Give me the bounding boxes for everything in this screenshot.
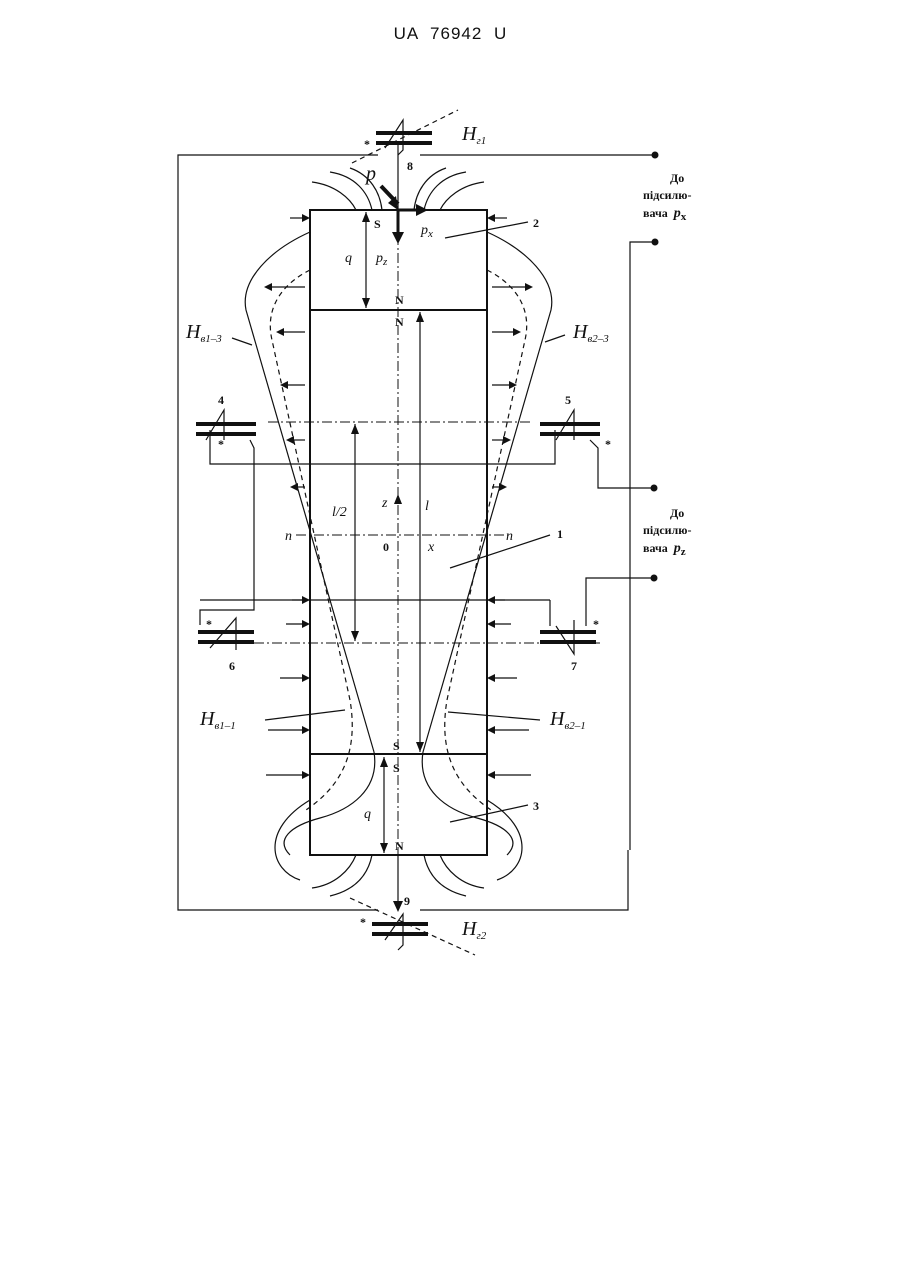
label-n-mid2: N (395, 315, 404, 329)
label-s-top: S (374, 217, 381, 231)
label-n-left: n (285, 529, 292, 544)
label-s-mid2: S (393, 761, 400, 775)
label-n-mid1: N (395, 293, 404, 307)
label-hv21: Hв2–1 (549, 708, 586, 732)
label-5: 5 (565, 393, 571, 407)
label-s-mid1: S (393, 739, 400, 753)
label-7: 7 (571, 659, 577, 673)
label-hv11: Hв1–1 (199, 708, 236, 732)
coil-7 (540, 575, 658, 655)
label-n-right: n (506, 529, 513, 544)
amplifier-px-label: До підсилю- вачаpx (643, 171, 691, 223)
label-l-half: l/2 (332, 505, 347, 520)
label-pz: pz (375, 251, 388, 268)
label-hv13: Hв1–3 (185, 321, 222, 345)
svg-text:вачаpz: вачаpz (643, 541, 686, 558)
star-7: * (593, 617, 599, 631)
coil-hg2 (350, 898, 475, 955)
svg-text:До: До (670, 171, 684, 185)
label-4: 4 (218, 393, 224, 407)
star-hg1: * (364, 137, 370, 151)
wiring-frame (178, 152, 659, 911)
svg-text:підсилю-: підсилю- (643, 188, 691, 202)
amplifier-pz-label: До підсилю- вачаpz (643, 506, 691, 558)
label-px: px (420, 223, 433, 240)
label-l: l (425, 499, 429, 514)
label-1: 1 (557, 527, 563, 541)
label-origin: 0 (383, 540, 389, 554)
coil-4 (196, 410, 555, 625)
coil-5 (540, 410, 658, 492)
label-8: 8 (407, 159, 413, 173)
label-z: z (381, 496, 388, 511)
label-9: 9 (404, 894, 410, 908)
coil-hg1 (352, 110, 458, 210)
dimension-lines (351, 212, 424, 853)
svg-text:підсилю-: підсилю- (643, 523, 691, 537)
label-hg2: Hг2 (461, 918, 487, 942)
label-hv23: Hв2–3 (572, 321, 609, 345)
label-x: x (427, 540, 435, 555)
label-n-bottom: N (395, 839, 404, 853)
label-p: p (364, 163, 376, 185)
label-q-top: q (345, 251, 352, 266)
star-6: * (206, 617, 212, 631)
svg-text:вачаpx: вачаpx (643, 206, 687, 223)
label-hg1: Hг1 (461, 123, 486, 147)
star-5: * (605, 437, 611, 451)
label-q-bottom: q (364, 807, 371, 822)
label-6: 6 (229, 659, 235, 673)
svg-text:До: До (670, 506, 684, 520)
label-2: 2 (533, 216, 539, 230)
label-3: 3 (533, 799, 539, 813)
star-hg2: * (360, 915, 366, 929)
star-4: * (218, 437, 224, 451)
